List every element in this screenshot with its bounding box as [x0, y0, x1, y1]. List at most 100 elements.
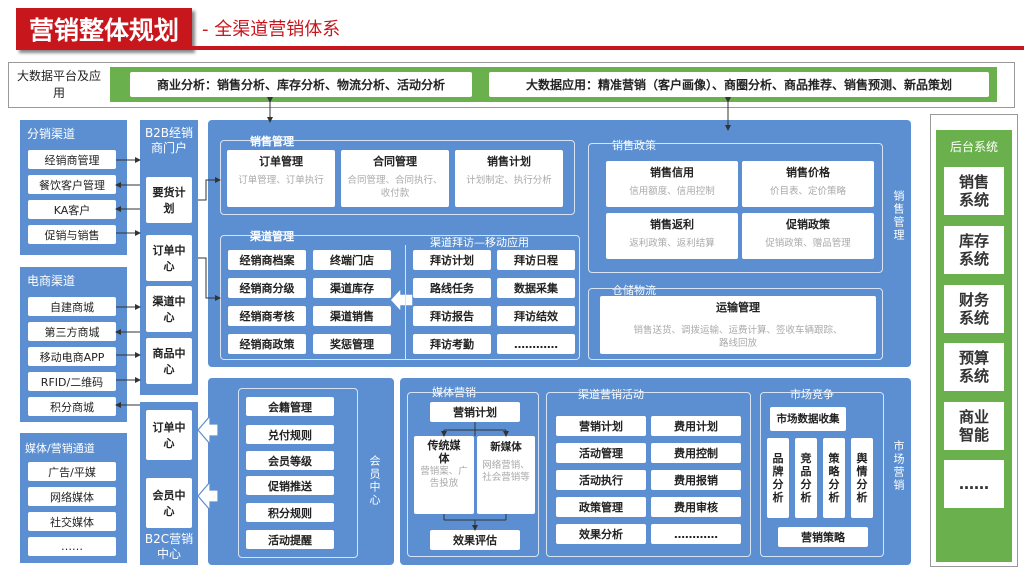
meiti-traditional: 传统媒体 营销案、广告投放: [414, 436, 474, 514]
backend-item: 预算系统: [944, 343, 1004, 391]
card-desc: 订单管理、订单执行: [238, 175, 324, 186]
huodong-item: 政策管理: [556, 497, 646, 517]
huodong-item: 费用审核: [651, 497, 741, 517]
zhengce-card-promo: 促销政策 促销政策、赠品管理: [742, 213, 874, 259]
fenxiao-item: 餐饮客户管理: [28, 175, 116, 194]
qudao-item: 渠道库存: [313, 278, 391, 298]
huodong-item: 费用报销: [651, 470, 741, 490]
zhengce-card-credit: 销售信用 信用额度、信用控制: [606, 161, 738, 207]
bigdata-label: 大数据平台及应用: [16, 69, 101, 100]
huodong-item: 活动管理: [556, 443, 646, 463]
dianshang-item: 积分商城: [28, 397, 116, 416]
card-title: 销售信用: [650, 166, 694, 179]
b2c-title: B2C营销中心: [144, 532, 194, 561]
huodong-item: 效果分析: [556, 524, 646, 544]
card-desc: 计划制定、执行分析: [466, 175, 552, 186]
b2b-item: 订单中心: [146, 235, 192, 281]
backend-item: 销售系统: [944, 167, 1004, 215]
jingzheng-collect: 市场数据收集: [770, 407, 846, 431]
visit-item: 拜访报告: [413, 306, 491, 326]
visit-item: 路线任务: [413, 278, 491, 298]
fenxiao-item: KA客户: [28, 200, 116, 219]
meiti-yx-frame: [407, 392, 539, 557]
backend-item: 商业智能: [944, 402, 1004, 450]
huodong-title: 渠道营销活动: [578, 388, 644, 401]
jingzheng-item: 竞品分析: [795, 438, 817, 518]
huiyuan-frame: [238, 388, 358, 558]
zhengce-card-price: 销售价格 价目表、定价策略: [742, 161, 874, 207]
card-title: 订单管理: [259, 155, 303, 168]
backend-item: 财务系统: [944, 285, 1004, 333]
dianshang-item: 自建商城: [28, 297, 116, 316]
card-title: 销售计划: [487, 155, 531, 168]
dianshang-item: RFID/二维码: [28, 372, 116, 391]
b2b-item: 要货计划: [146, 177, 192, 223]
huodong-item: 营销计划: [556, 416, 646, 436]
backend-item: ……: [944, 460, 1004, 508]
huodong-item: 活动执行: [556, 470, 646, 490]
xiaoshou-card-plan: 销售计划 计划制定、执行分析: [455, 150, 563, 207]
meiti-plan: 营销计划: [430, 402, 520, 422]
huiyuan-item: 积分规则: [246, 503, 334, 522]
jingzheng-item: 舆情分析: [851, 438, 873, 518]
jingzheng-vlabel: 市场营销: [892, 440, 905, 492]
card-desc: 价目表、定价策略: [769, 186, 846, 197]
card-desc: 合同管理、合同执行、收付款: [347, 175, 443, 199]
visit-item: 拜访考勤: [413, 334, 491, 354]
meiti-channel-item: 网络媒体: [28, 487, 116, 506]
fenxiao-item: 促销与销售: [28, 225, 116, 244]
card-desc: 营销案、广告投放: [420, 466, 468, 489]
visit-item: 拜访日程: [497, 250, 575, 270]
meiti-channel-item: 社交媒体: [28, 512, 116, 531]
huodong-item: 费用计划: [651, 416, 741, 436]
huodong-item: 费用控制: [651, 443, 741, 463]
visit-item: …………: [497, 334, 575, 354]
qudao-title: 渠道管理: [250, 230, 294, 243]
card-desc: 销售送货、调拨运输、运费计算、签收车辆跟踪、路线回放: [633, 325, 843, 349]
left-arrow-icon: [390, 286, 414, 314]
dianshang-title: 电商渠道: [27, 274, 76, 288]
jingzheng-strategy: 营销策略: [778, 527, 868, 547]
fenxiao-title: 分销渠道: [27, 127, 76, 141]
qudao-item: 经销商分级: [228, 278, 306, 298]
zhengce-card-rebate: 销售返利 返利政策、返利结算: [606, 213, 738, 259]
dianshang-item: 第三方商城: [28, 322, 116, 341]
jingzheng-item: 品牌分析: [767, 438, 789, 518]
fenxiao-item: 经销商管理: [28, 150, 116, 169]
card-title: 传统媒体: [427, 439, 461, 465]
card-title: 销售返利: [650, 218, 694, 231]
huodong-item: …………: [651, 524, 741, 544]
dianshang-panel: [20, 267, 127, 422]
b2b-title: B2B经销商门户: [144, 126, 194, 155]
meiti-channel-item: 广告/平媒: [28, 462, 116, 481]
qudao-item: 终端门店: [313, 250, 391, 270]
cangchu-title: 仓储物流: [612, 284, 656, 297]
card-desc: 促销政策、赠品管理: [765, 238, 851, 249]
visit-item: 拜访计划: [413, 250, 491, 270]
bigdata-application: 大数据应用：精准营销（客户画像）、商圈分析、商品推荐、销售预测、新品策划: [489, 72, 989, 97]
qudao-item: 经销商档案: [228, 250, 306, 270]
dianshang-item: 移动电商APP: [28, 347, 116, 366]
page-title: 营销整体规划: [28, 16, 179, 45]
jingzheng-title: 市场竞争: [790, 388, 834, 401]
page-subtitle: - 全渠道营销体系: [202, 19, 341, 40]
card-title: 销售价格: [786, 166, 830, 179]
card-desc: 网络营销、社会营销等: [482, 460, 530, 483]
title-banner: [16, 8, 192, 50]
header-rule: [192, 46, 1024, 50]
qudao-item: 经销商考核: [228, 306, 306, 326]
huiyuan-item: 会籍管理: [246, 397, 334, 416]
huiyuan-item: 促销推送: [246, 476, 334, 495]
bigdata-business-analysis: 商业分析：销售分析、库存分析、物流分析、活动分析: [130, 72, 472, 97]
visit-item: 拜访结效: [497, 306, 575, 326]
cangchu-frame: [588, 288, 883, 360]
qudao-item: 经销商政策: [228, 334, 306, 354]
jingzheng-item: 策略分析: [823, 438, 845, 518]
meiti-channel-item: ……: [28, 537, 116, 556]
huiyuan-item: 会员等级: [246, 451, 334, 470]
xiaoshou-title: 销售管理: [250, 135, 294, 148]
huiyuan-vlabel: 会员中心: [368, 455, 381, 507]
huiyuan-item: 活动提醒: [246, 530, 334, 549]
qudao-item: 渠道销售: [313, 306, 391, 326]
